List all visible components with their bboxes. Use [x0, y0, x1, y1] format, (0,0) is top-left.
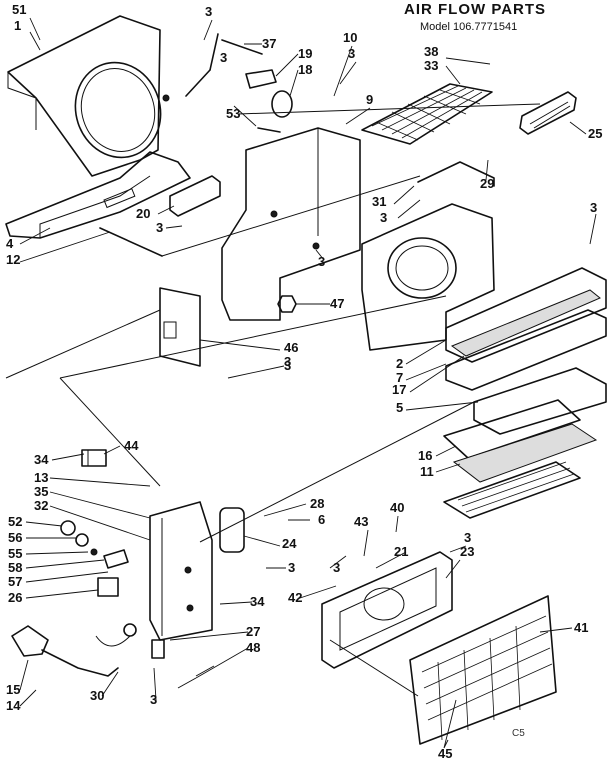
callout-30: 30 [90, 688, 104, 703]
callout-3: 3 [318, 254, 325, 269]
callout-51: 51 [12, 2, 26, 17]
part-grille-33 [361, 83, 493, 145]
diagram-title: AIR FLOW PARTS [404, 1, 546, 18]
callout-35: 35 [34, 484, 48, 499]
callout-12: 12 [6, 252, 20, 267]
callout-2: 2 [396, 356, 403, 371]
callout-21: 21 [394, 544, 408, 559]
callout-3: 3 [150, 692, 157, 707]
callout-37: 37 [262, 36, 276, 51]
callout-46: 46 [284, 340, 298, 355]
callout-33: 33 [424, 58, 438, 73]
callout-3: 3 [156, 220, 163, 235]
callout-43: 43 [354, 514, 368, 529]
part-blower-scroll [361, 203, 495, 351]
callout-45: 45 [438, 746, 452, 759]
callout-10: 10 [343, 30, 357, 45]
callout-40: 40 [390, 500, 404, 515]
callout-3: 3 [284, 354, 291, 369]
part-switch-cluster [60, 520, 129, 597]
callout-26: 26 [8, 590, 22, 605]
callout-57: 57 [8, 574, 22, 589]
callout-17: 17 [392, 382, 406, 397]
callout-3: 3 [284, 358, 291, 373]
part-bracket-20 [169, 175, 221, 217]
part-relay-44 [81, 449, 107, 467]
part-coil-assembly [445, 267, 607, 435]
callout-labels: 51 1 3 37 19 18 10 3 38 33 9 3 53 25 29 … [6, 2, 602, 759]
callout-34: 34 [34, 452, 49, 467]
callout-48: 48 [246, 640, 260, 655]
callout-1: 1 [14, 18, 21, 33]
callout-23: 23 [460, 544, 474, 559]
callout-56: 56 [8, 530, 22, 545]
part-filter-pads [443, 399, 598, 519]
part-control-box [149, 501, 213, 641]
callout-5: 5 [396, 400, 403, 415]
callout-7: 7 [396, 370, 403, 385]
callout-24: 24 [282, 536, 297, 551]
callout-3: 3 [333, 560, 340, 575]
callout-11: 11 [420, 464, 434, 479]
callout-9: 9 [366, 92, 373, 107]
callout-4: 4 [6, 236, 14, 251]
callout-3: 3 [464, 530, 471, 545]
leader-lines [19, 17, 597, 749]
callout-19: 19 [298, 46, 312, 61]
part-front-frame [321, 551, 453, 669]
callout-18: 18 [298, 62, 312, 77]
part-bracket-31 [417, 161, 495, 187]
callout-3: 3 [220, 50, 227, 65]
callout-29: 29 [480, 176, 494, 191]
callout-16: 16 [418, 448, 432, 463]
callout-31: 31 [372, 194, 386, 209]
part-power-cord [11, 623, 137, 677]
part-partition-panel [221, 127, 361, 321]
model-number: Model 106.7771541 [420, 21, 517, 33]
callout-52: 52 [8, 514, 22, 529]
part-hardware-cluster [162, 33, 293, 133]
callout-3: 3 [348, 46, 355, 61]
callout-42: 42 [288, 590, 302, 605]
page-code: C5 [512, 728, 525, 739]
part-front-grille-41 [409, 595, 557, 745]
part-louver-control [519, 91, 577, 135]
part-base-rail [5, 151, 191, 257]
callout-44: 44 [124, 438, 139, 453]
callout-3: 3 [380, 210, 387, 225]
callout-41: 41 [574, 620, 588, 635]
callout-13: 13 [34, 470, 48, 485]
alignment-lines [5, 103, 541, 697]
callout-20: 20 [136, 206, 150, 221]
callout-3: 3 [590, 200, 597, 215]
part-nut-47 [277, 295, 297, 313]
callout-58: 58 [8, 560, 22, 575]
callout-28: 28 [310, 496, 324, 511]
callout-25: 25 [588, 126, 602, 141]
part-shroud [7, 15, 162, 177]
callout-14: 14 [6, 698, 21, 713]
callout-27: 27 [246, 624, 260, 639]
callout-3: 3 [205, 4, 212, 19]
callout-6: 6 [318, 512, 325, 527]
part-hardware-27-48 [151, 639, 215, 689]
part-capacitor-24 [219, 507, 245, 553]
callout-3: 3 [288, 560, 295, 575]
callout-34: 34 [250, 594, 265, 609]
callout-53: 53 [226, 106, 240, 121]
callout-47: 47 [330, 296, 344, 311]
part-control-bracket [159, 287, 201, 367]
callout-55: 55 [8, 546, 22, 561]
callout-38: 38 [424, 44, 438, 59]
callout-32: 32 [34, 498, 48, 513]
callout-15: 15 [6, 682, 20, 697]
